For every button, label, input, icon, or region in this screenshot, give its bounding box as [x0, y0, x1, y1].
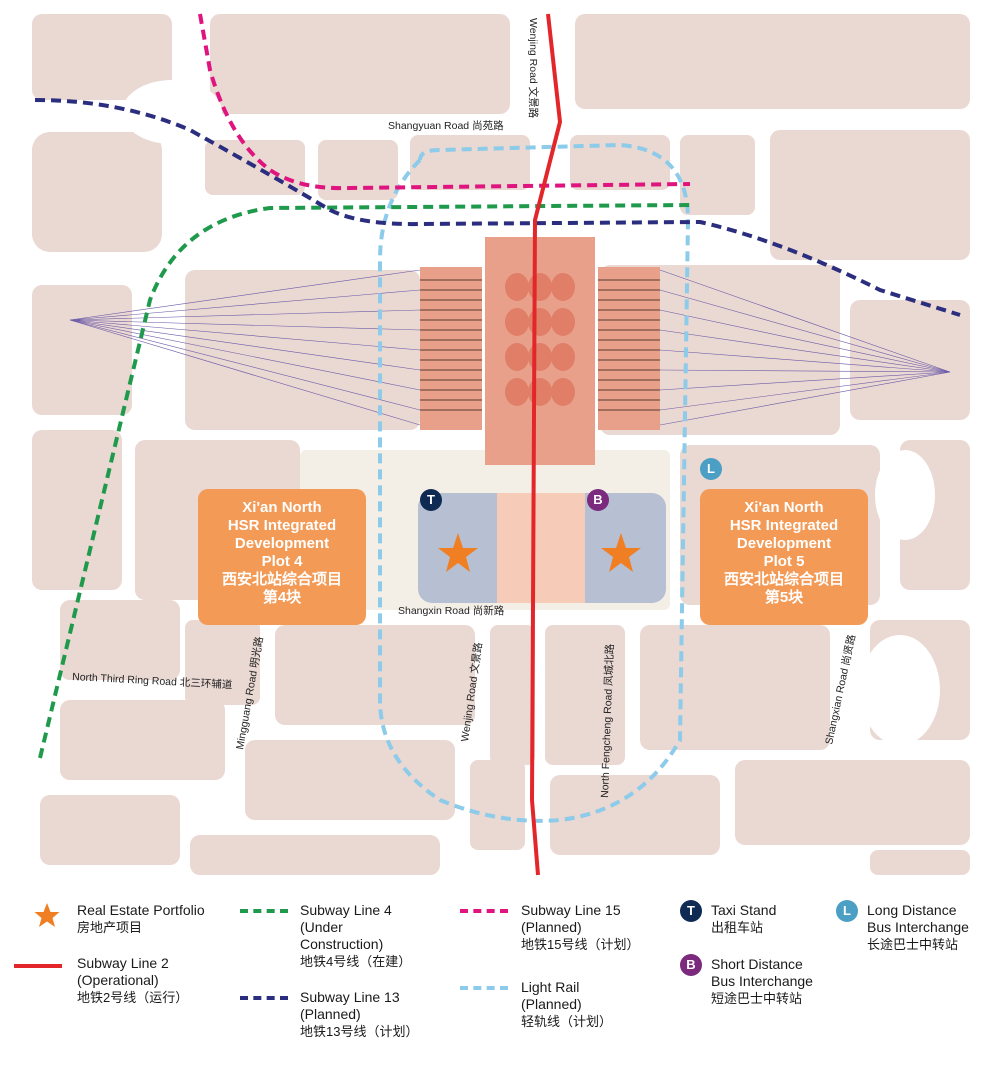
plot-5-line: Development — [736, 535, 832, 552]
star-icon — [34, 903, 60, 927]
legend-line-13-en2: (Planned) — [300, 1006, 361, 1022]
legend-long-bus-en1: Long Distance — [867, 902, 957, 918]
line-4-swatch — [240, 909, 288, 913]
subway-line-15 — [198, 13, 691, 191]
taxi-badge-icon: T — [680, 900, 702, 922]
short-bus-badge-icon: B — [680, 954, 702, 976]
light-rail-line — [378, 142, 691, 823]
plot-4-label[interactable]: Xi'an North HSR Integrated Development P… — [198, 489, 366, 625]
legend-taxi-cn: 出租车站 — [711, 920, 764, 935]
road-label-shangyuan: Shangyuan Road 尚苑路 — [388, 119, 504, 132]
real-estate-star-icon — [601, 533, 641, 572]
plot-5-line: Xi'an North — [744, 499, 824, 516]
legend-line-4-cn: 地铁4号线（在建） — [300, 954, 412, 969]
legend-real-estate-en: Real Estate Portfolio — [77, 902, 205, 918]
plaza — [418, 493, 666, 603]
road-label-shangxin: Shangxin Road 尚新路 — [398, 604, 505, 617]
legend-line-13-cn: 地铁13号线（计划） — [300, 1024, 419, 1039]
legend-line-2-en1: Subway Line 2 — [77, 955, 169, 971]
plot-5-line: 第5块 — [764, 589, 804, 606]
subway-line-13 — [34, 98, 961, 317]
long-bus-badge-icon: L — [836, 900, 858, 922]
line-2-swatch — [14, 964, 62, 968]
plot-4-line: HSR Integrated — [227, 517, 337, 534]
legend-short-bus-en1: Short Distance — [711, 956, 803, 972]
plot-5-line: 西安北站综合项目 — [723, 571, 844, 588]
legend-line-2-en2: (Operational) — [77, 972, 159, 988]
legend-line-4-en2: (Under — [300, 919, 343, 935]
road-label-wenjing-north: Wenjing Road 文景路 — [527, 18, 540, 119]
short-distance-bus-marker[interactable]: B — [587, 489, 609, 511]
legend-line-2-cn: 地铁2号线（运行） — [77, 990, 189, 1005]
legend: Real Estate Portfolio 房地产项目 Subway Line … — [0, 890, 1000, 1070]
taxi-stand-marker[interactable]: T — [420, 489, 442, 511]
legend-taxi-en: Taxi Stand — [711, 902, 777, 918]
legend-line-15-cn: 地铁15号线（计划） — [521, 937, 640, 952]
legend-short-bus-cn: 短途巴士中转站 — [711, 991, 803, 1006]
plot-5-label[interactable]: Xi'an North HSR Integrated Development P… — [700, 489, 868, 625]
legend-light-rail-cn: 轻轨线（计划） — [521, 1014, 613, 1029]
road-label-fengcheng: North Fengcheng Road 凤城北路 — [598, 643, 616, 798]
real-estate-star-icon — [438, 533, 478, 572]
subway-line-4 — [38, 203, 691, 759]
legend-real-estate-cn: 房地产项目 — [77, 920, 143, 935]
plot-4-line: Xi'an North — [242, 499, 322, 516]
legend-line-13-en1: Subway Line 13 — [300, 989, 400, 1005]
legend-long-bus-cn: 长途巴士中转站 — [867, 937, 959, 952]
legend-light-rail-en2: (Planned) — [521, 996, 582, 1012]
light-rail-swatch — [460, 986, 508, 990]
legend-line-15-en1: Subway Line 15 — [521, 902, 621, 918]
plot-4-line: Development — [234, 535, 330, 552]
interchange-roads — [122, 80, 940, 745]
long-distance-bus-marker[interactable]: L — [700, 458, 722, 480]
legend-line-4-en1: Subway Line 4 — [300, 902, 392, 918]
legend-line-4-en3: Construction) — [300, 936, 384, 952]
legend-long-bus-en2: Bus Interchange — [867, 919, 969, 935]
plot-5-line: HSR Integrated — [729, 517, 839, 534]
plot-4-line: Plot 4 — [261, 553, 303, 570]
rail-tracks — [69, 269, 951, 426]
line-15-swatch — [460, 909, 508, 913]
plot-5-line: Plot 5 — [763, 553, 805, 570]
legend-short-bus-en2: Bus Interchange — [711, 973, 813, 989]
map-canvas: Shangyuan Road 尚苑路 Wenjing Road 文景路 Shan… — [32, 13, 970, 876]
plot-4-line: 西安北站综合项目 — [221, 571, 342, 588]
legend-light-rail-en1: Light Rail — [521, 979, 580, 995]
subway-line-2 — [529, 13, 563, 876]
legend-line-15-en2: (Planned) — [521, 919, 582, 935]
plot-4-line: 第4块 — [262, 589, 302, 606]
line-13-swatch — [240, 996, 288, 1000]
